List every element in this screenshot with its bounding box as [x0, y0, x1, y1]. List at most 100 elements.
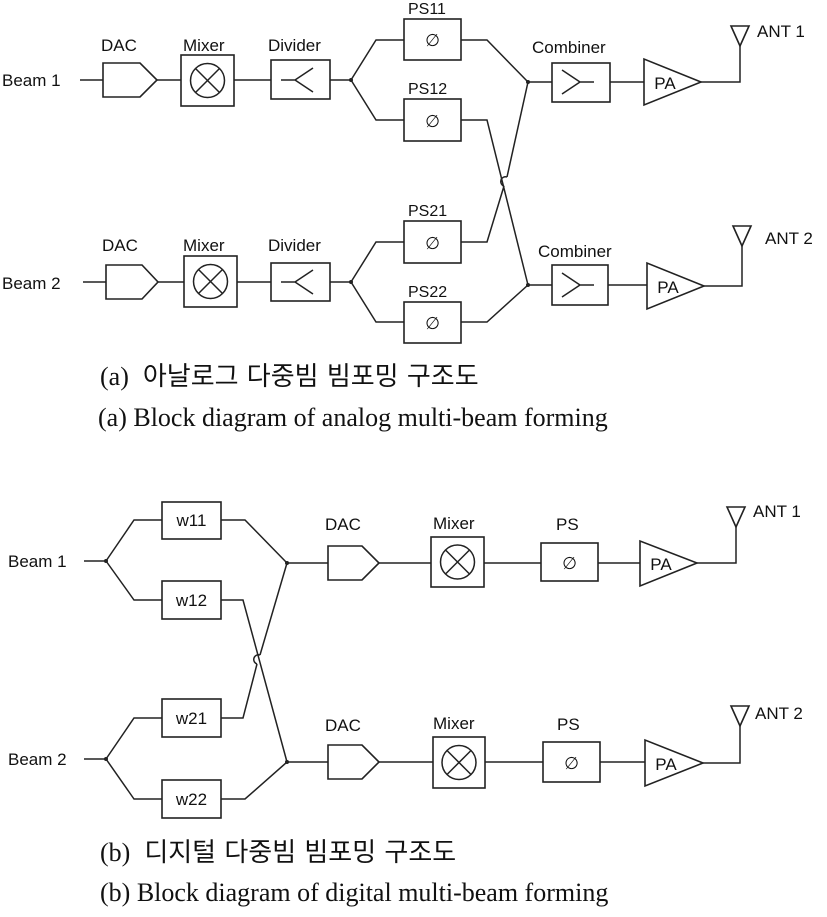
analog-divider1-label: Divider: [268, 36, 321, 55]
digital-w21-block: w21: [161, 698, 222, 738]
analog-caption-ko: (a) 아날로그 다중빔 빔포밍 구조도: [100, 362, 479, 392]
wire: [221, 599, 288, 763]
wire: [697, 527, 737, 564]
wire: [221, 663, 258, 719]
svg-text:w22: w22: [175, 790, 207, 809]
wire: [461, 284, 529, 323]
wire: [350, 79, 404, 121]
digital-antenna2-icon: [729, 705, 751, 728]
wire: [350, 39, 404, 81]
analog-diagram: Beam 1 DAC Mixer Divider PS11 ∅ PS12: [2, 1, 813, 432]
analog-beam2-label: Beam 2: [2, 274, 61, 293]
analog-beam1-label: Beam 1: [2, 71, 61, 90]
wire: [105, 519, 162, 562]
svg-text:PA: PA: [655, 755, 677, 774]
analog-ps21-label: PS21: [408, 203, 447, 220]
digital-ant1-label: ANT 1: [753, 502, 801, 521]
analog-pa1-block: PA: [643, 57, 704, 107]
digital-dac2-block: [327, 744, 381, 780]
analog-dac2-label: DAC: [102, 236, 138, 255]
analog-antenna1-icon: [729, 25, 751, 48]
analog-antenna2-icon: [731, 225, 753, 248]
junction: [104, 757, 108, 761]
digital-ps1-label: PS: [556, 515, 579, 534]
wire: [461, 185, 505, 243]
analog-mixer2-block: [183, 255, 238, 308]
digital-mixer2-block: [432, 736, 486, 789]
analog-combiner2-label: Combiner: [538, 242, 612, 261]
wire: [350, 281, 404, 323]
junction: [349, 280, 353, 284]
analog-ps11-block: ∅: [403, 18, 462, 61]
wire: [105, 560, 162, 601]
analog-divider1-block: [270, 59, 331, 100]
analog-ps12-label: PS12: [408, 81, 447, 98]
digital-ps1-block: ∅: [540, 542, 599, 582]
wire: [221, 519, 288, 564]
svg-text:∅: ∅: [564, 754, 579, 773]
svg-text:w21: w21: [175, 709, 207, 728]
wire: [253, 654, 261, 665]
analog-dac1-block: [102, 62, 159, 98]
digital-w22-block: w22: [161, 779, 222, 819]
digital-mixer1-label: Mixer: [433, 514, 475, 533]
analog-ps22-block: ∅: [403, 301, 462, 344]
svg-text:∅: ∅: [425, 112, 440, 131]
digital-dac2-label: DAC: [325, 716, 361, 735]
digital-caption-en: (b) Block diagram of digital multi-beam …: [100, 878, 608, 907]
wire: [105, 717, 162, 760]
analog-dac2-block: [105, 264, 160, 300]
svg-text:∅: ∅: [425, 314, 440, 333]
svg-text:w11: w11: [176, 511, 207, 530]
wire: [500, 176, 508, 187]
svg-text:w12: w12: [175, 591, 207, 610]
digital-beam1-label: Beam 1: [8, 552, 67, 571]
digital-mixer2-label: Mixer: [433, 714, 475, 733]
svg-text:∅: ∅: [425, 31, 440, 50]
analog-pa2-block: PA: [646, 261, 707, 311]
wire: [221, 761, 288, 800]
digital-ant2-label: ANT 2: [755, 704, 803, 723]
digital-pa1-block: PA: [639, 539, 700, 588]
analog-ant2-label: ANT 2: [765, 229, 813, 248]
digital-ps2-label: PS: [557, 715, 580, 734]
wire: [506, 81, 529, 178]
digital-dac1-block: [327, 545, 381, 581]
analog-ps12-block: ∅: [403, 98, 462, 142]
analog-mixer1-label: Mixer: [183, 36, 225, 55]
junction: [349, 78, 353, 82]
analog-caption-en: (a) Block diagram of analog multi-beam f…: [98, 403, 608, 432]
analog-dac1-label: DAC: [101, 36, 137, 55]
wire: [259, 562, 288, 656]
digital-diagram: Beam 1 w11 w12 Beam 2 w21 w22: [8, 501, 803, 907]
analog-ps21-block: ∅: [403, 220, 462, 264]
svg-text:PA: PA: [657, 278, 679, 297]
wire: [461, 119, 529, 286]
analog-mixer2-label: Mixer: [183, 236, 225, 255]
digital-w11-block: w11: [161, 501, 222, 540]
wire: [703, 726, 741, 764]
svg-text:PA: PA: [654, 74, 676, 93]
wire: [461, 39, 529, 83]
wire: [105, 758, 162, 800]
analog-ps22-label: PS22: [408, 284, 447, 301]
analog-ant1-label: ANT 1: [757, 22, 805, 41]
junction: [104, 559, 108, 563]
digital-antenna1-icon: [725, 506, 747, 529]
digital-pa2-block: PA: [644, 738, 706, 788]
analog-divider2-block: [270, 262, 331, 302]
wire: [350, 241, 404, 283]
digital-dac1-label: DAC: [325, 515, 361, 534]
svg-text:PA: PA: [650, 555, 672, 574]
analog-combiner1-label: Combiner: [532, 38, 606, 57]
wire: [701, 46, 741, 83]
analog-ps11-label: PS11: [408, 1, 446, 18]
analog-combiner2-block: [551, 264, 609, 306]
digital-mixer1-block: [430, 536, 485, 588]
digital-ps2-block: ∅: [542, 741, 601, 783]
svg-text:∅: ∅: [425, 234, 440, 253]
digital-caption-ko: (b) 디지털 다중빔 빔포밍 구조도: [100, 838, 456, 868]
analog-mixer1-block: [180, 54, 235, 107]
digital-w12-block: w12: [161, 580, 222, 620]
